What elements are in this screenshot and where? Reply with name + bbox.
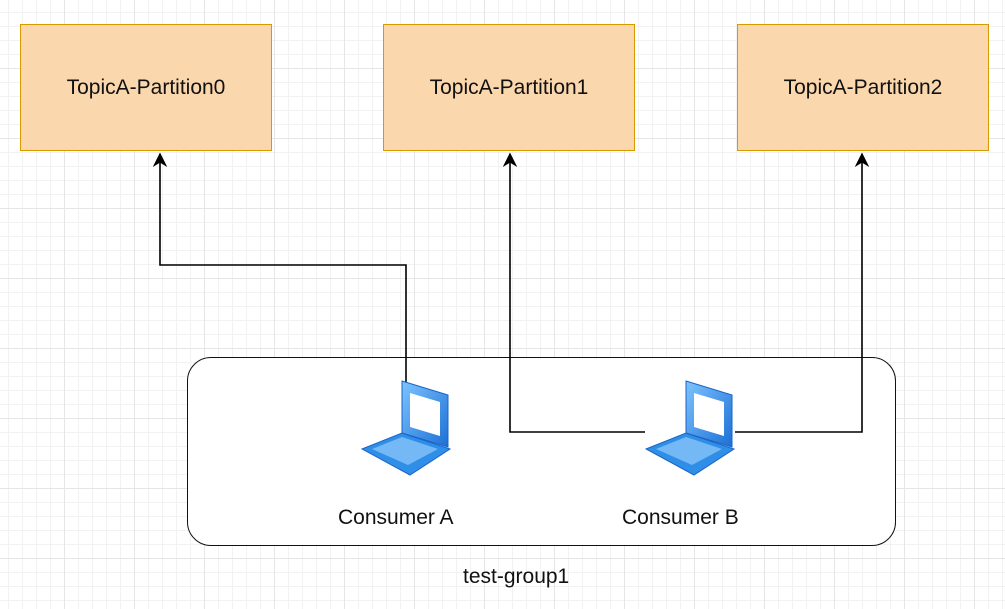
partition-label-0: TopicA-Partition0 bbox=[66, 75, 226, 99]
partition-box-0: TopicA-Partition0 bbox=[20, 24, 272, 151]
consumer-group-label: test-group1 bbox=[463, 565, 570, 588]
laptop-icon bbox=[644, 380, 736, 476]
connector-consumer-b-partition1 bbox=[502, 152, 645, 433]
laptop-icon bbox=[360, 380, 452, 476]
partition-label-2: TopicA-Partition2 bbox=[783, 75, 943, 99]
connector-consumer-a-partition0 bbox=[152, 152, 407, 382]
consumer-label-b: Consumer B bbox=[622, 506, 739, 529]
partition-box-2: TopicA-Partition2 bbox=[737, 24, 989, 151]
connector-consumer-b-partition2 bbox=[735, 152, 870, 433]
partition-box-1: TopicA-Partition1 bbox=[383, 24, 635, 151]
partition-label-1: TopicA-Partition1 bbox=[429, 75, 589, 99]
consumer-label-a: Consumer A bbox=[338, 506, 454, 529]
consumer-group-container bbox=[187, 357, 896, 546]
